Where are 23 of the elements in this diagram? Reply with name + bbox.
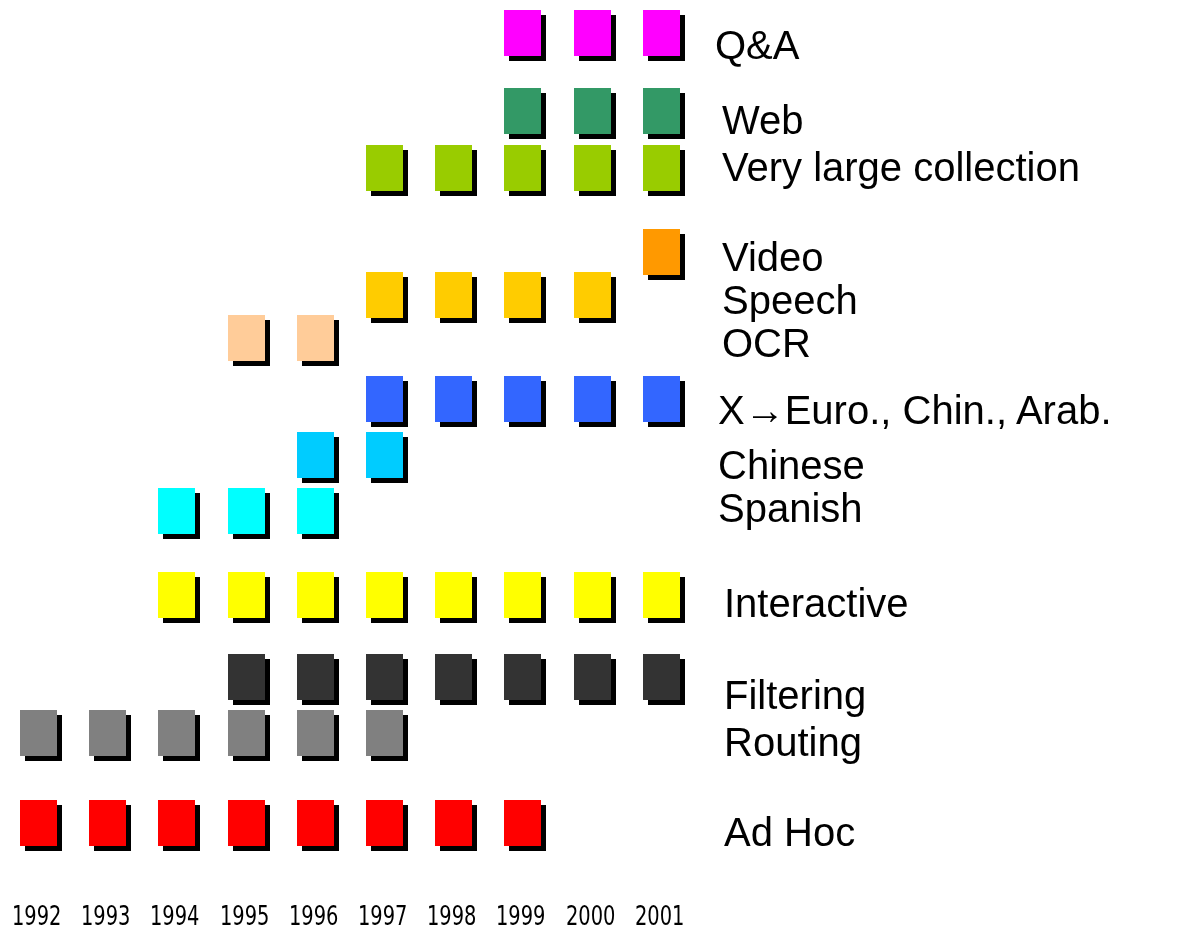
track-name: Filtering (724, 673, 867, 717)
track-name: Video (722, 235, 824, 279)
track-name: Spanish (718, 486, 863, 530)
year-label: 1995 (219, 900, 270, 932)
track-name: X→Euro., Chin., Arab. (718, 388, 1112, 432)
year-label: 1993 (81, 900, 131, 932)
year-label: 1998 (427, 900, 477, 932)
year-label: 1994 (150, 900, 200, 932)
track-name: Interactive (724, 581, 909, 625)
year-label: 1997 (358, 900, 408, 932)
track-name: Ad Hoc (724, 810, 856, 854)
track-name: Very large collection (722, 145, 1080, 189)
track-name: Chinese (718, 443, 865, 487)
track-name: OCR (722, 321, 811, 365)
track-name: Speech (722, 278, 858, 322)
year-label: 2000 (565, 900, 616, 932)
year-label: 1992 (12, 900, 62, 932)
year-label: 1996 (288, 900, 339, 932)
year-label: 1999 (496, 900, 546, 932)
track-name: Q&A (715, 23, 800, 67)
track-name: Web (722, 98, 804, 142)
track-name: Routing (724, 720, 862, 764)
year-label: 2001 (634, 900, 685, 932)
